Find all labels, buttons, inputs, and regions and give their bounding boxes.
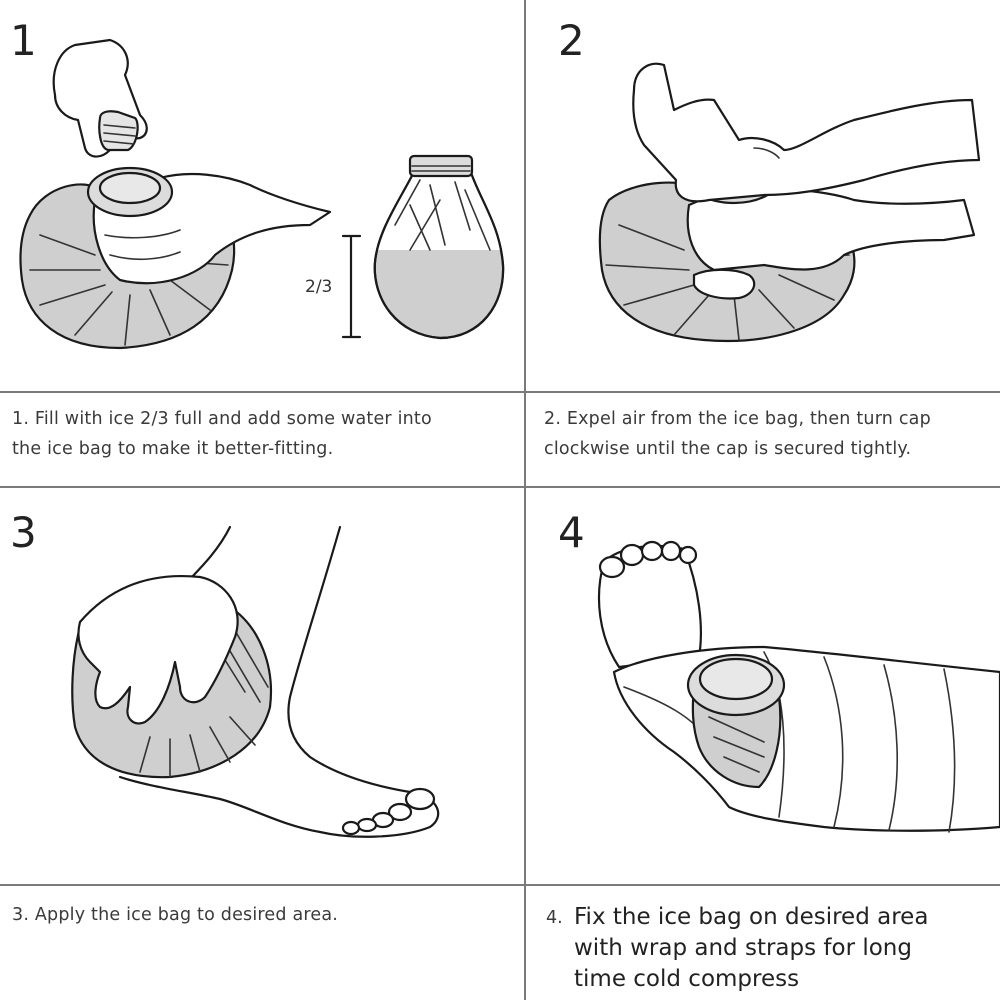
step-1-number: 1 bbox=[10, 16, 37, 65]
step-3-apply-illustration bbox=[71, 525, 440, 838]
step-2-number: 2 bbox=[558, 16, 585, 65]
step-1-fill-illustration: 2/3 bbox=[19, 38, 505, 350]
step-4-caption-line-2: with wrap and straps for long bbox=[574, 935, 912, 961]
fill-level-label: 2/3 bbox=[305, 277, 332, 297]
step-4-caption-number: 4. bbox=[546, 908, 563, 928]
step-4-caption-line-3: time cold compress bbox=[574, 966, 800, 992]
divider-horizontal-3 bbox=[0, 884, 1000, 886]
divider-horizontal-2 bbox=[0, 486, 1000, 488]
divider-vertical bbox=[524, 0, 526, 1000]
step-1-caption-line-1: 1. Fill with ice 2/3 full and add some w… bbox=[12, 409, 432, 429]
step-4-caption-line-1: Fix the ice bag on desired area bbox=[574, 904, 929, 930]
step-3-caption-line-1: 3. Apply the ice bag to desired area. bbox=[12, 905, 339, 925]
step-3-caption: 3. Apply the ice bag to desired area. bbox=[12, 900, 338, 930]
step-4-number: 4 bbox=[558, 508, 585, 557]
step-4-wrap-illustration bbox=[597, 540, 1000, 833]
step-4-caption: 4. Fix the ice bag on desired area with … bbox=[546, 902, 929, 995]
divider-horizontal-1 bbox=[0, 391, 1000, 393]
step-1-caption: 1. Fill with ice 2/3 full and add some w… bbox=[12, 404, 432, 464]
step-3-number: 3 bbox=[10, 508, 37, 557]
step-2-caption-line-1: 2. Expel air from the ice bag, then turn… bbox=[544, 409, 931, 429]
step-2-caption-line-2: clockwise until the cap is secured tight… bbox=[544, 439, 912, 459]
step-2-cap-illustration bbox=[598, 62, 981, 342]
step-2-caption: 2. Expel air from the ice bag, then turn… bbox=[544, 404, 931, 464]
step-1-caption-line-2: the ice bag to make it better-fitting. bbox=[12, 439, 334, 459]
